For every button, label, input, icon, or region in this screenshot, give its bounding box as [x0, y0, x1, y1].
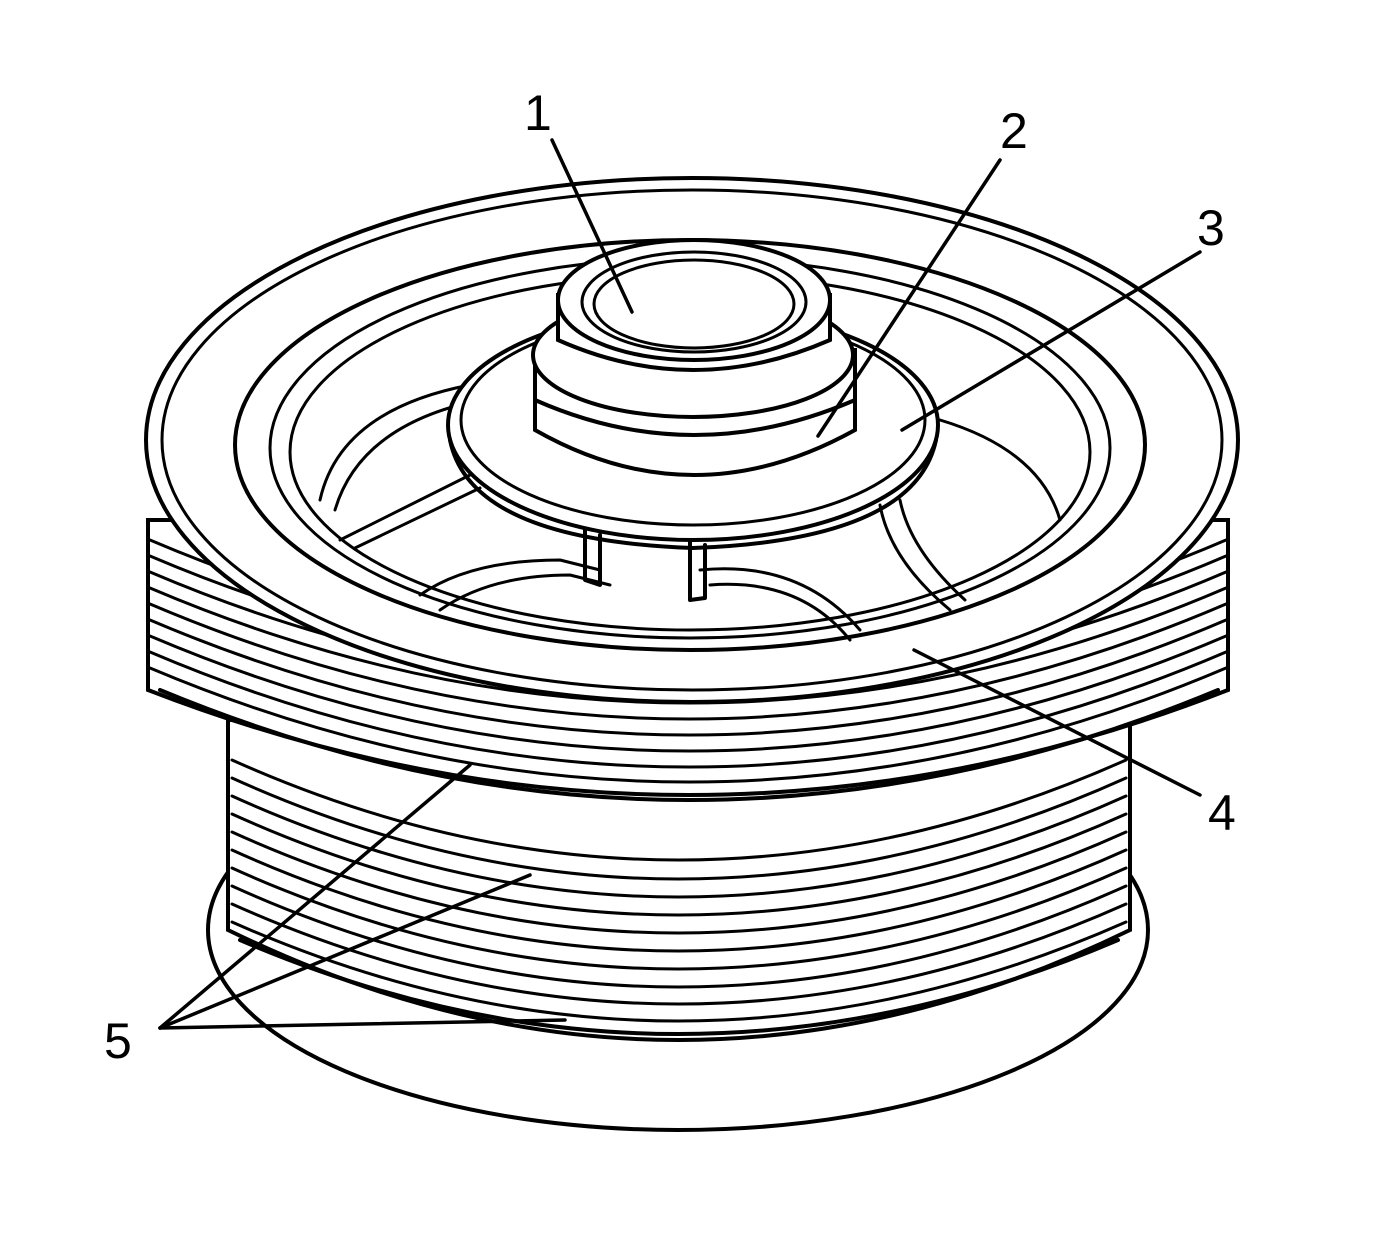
leader-1: [550, 138, 634, 314]
callout-5: 5: [104, 1013, 132, 1069]
hub-nose: [556, 238, 832, 372]
callout-labels: 1 2 3 4 5: [104, 85, 1236, 1069]
leader-5b: [158, 873, 532, 1030]
lower-pulley-body: [206, 718, 1150, 1132]
leader-lines: [158, 138, 1202, 1030]
leader-5a: [158, 763, 472, 1030]
lower-belt-grooves: [230, 758, 1128, 1036]
callout-1: 1: [524, 85, 552, 141]
leader-2: [816, 158, 1002, 438]
inner-cavity: [318, 383, 1062, 642]
callout-3: 3: [1197, 200, 1225, 256]
callout-2: 2: [1000, 103, 1028, 159]
callout-4: 4: [1208, 785, 1236, 841]
leader-4: [912, 648, 1202, 797]
leader-5c: [158, 1018, 567, 1030]
leader-3: [900, 250, 1202, 432]
